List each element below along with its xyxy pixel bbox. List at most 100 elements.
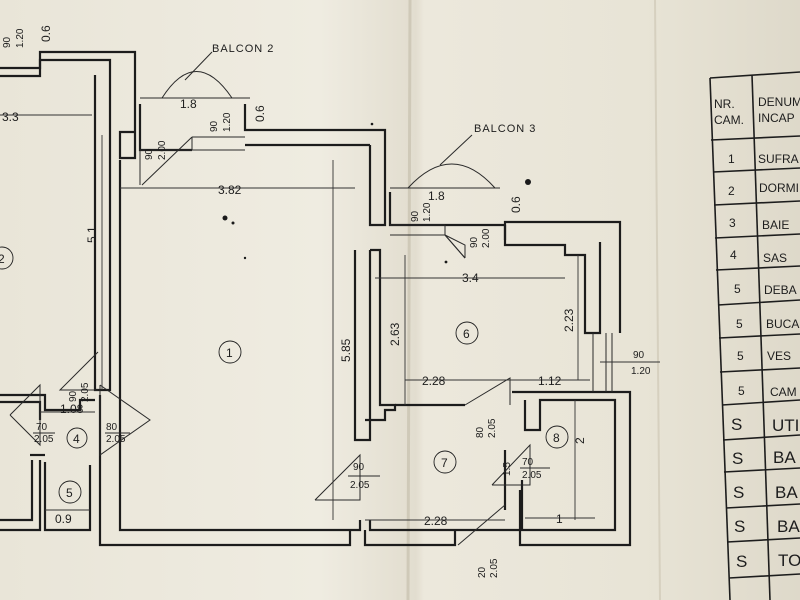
- window-width: 90: [633, 350, 645, 361]
- sas2-door-height: 2.05: [106, 434, 126, 445]
- ink-spots: [222, 122, 531, 264]
- dim-1-08: 1.08: [60, 402, 84, 416]
- room-marker-6: [455, 321, 479, 345]
- dimension-labels: 90 1.20 0.6 3.3 5.1 3.82 5.85 3.4 2.63 2…: [2, 25, 587, 528]
- room-number-1: 1: [226, 346, 233, 360]
- dim-2: 2: [573, 437, 587, 444]
- top-left-door-width: 90: [2, 36, 13, 48]
- balcony-3-side: 0.6: [509, 196, 523, 213]
- bottom-door-height: 2.05: [489, 558, 500, 578]
- dim-1: 1: [556, 512, 563, 526]
- room-marker-4: [66, 427, 88, 449]
- table-header-denum: DENUM: [758, 95, 800, 109]
- bath-door-width: 70: [522, 457, 534, 468]
- room-table: NR. CAM. DENUM INCAP 1 SUFRA 2 DORMI 3 B…: [709, 71, 800, 600]
- dim-5-85: 5.85: [339, 338, 353, 362]
- paper-fold: [654, 0, 661, 600]
- balcony-2-label: BALCON 2: [212, 43, 274, 55]
- balcony-3-door-width: 90: [410, 210, 421, 222]
- dim-2-23: 2.23: [562, 308, 576, 332]
- hall-door-height: 2.05: [80, 382, 91, 402]
- balcony-3-door-height: 1.20: [422, 202, 433, 222]
- table-header-cam: CAM.: [714, 113, 744, 127]
- dim-2-63: 2.63: [388, 322, 402, 346]
- sas-door-width: 70: [36, 422, 48, 433]
- room-number-5: 5: [66, 486, 73, 500]
- balcony-2-labels: BALCON 2 1.8 90 1.20 0.6 90 2.00: [144, 43, 274, 160]
- table-row-name: TO: [778, 551, 800, 570]
- room-markers: 2 1 4 5 6 7 8: [0, 246, 569, 504]
- table-row-nr: S: [732, 449, 743, 468]
- dim-2-28-bottom: 2.28: [424, 514, 448, 528]
- balcony-3-labels: BALCON 3 1.8 90 1.20 0.6 90 2.00: [410, 123, 536, 248]
- table-header-incap: INCAP: [758, 111, 795, 125]
- table-row-name: DORMI: [759, 181, 799, 195]
- balcony-2-door2-height: 2.00: [157, 140, 168, 160]
- room7-door-width: 80: [475, 426, 486, 438]
- table-row-nr: 5: [738, 384, 745, 398]
- dim-2-28-top: 2.28: [422, 374, 446, 388]
- balcony-2-door-width: 90: [209, 120, 220, 132]
- table-row-nr: S: [734, 517, 745, 536]
- dim-top-0-6: 0.6: [39, 25, 53, 42]
- balcony-2-side: 0.6: [253, 105, 267, 122]
- table-row-name: BA: [773, 448, 796, 467]
- interior-lines: [9, 51, 613, 546]
- dimension-lines: [0, 114, 660, 521]
- room-number-7: 7: [441, 456, 448, 470]
- table-row-name: BUCA: [766, 317, 799, 331]
- room7-door-height: 2.05: [487, 418, 498, 438]
- balcony-2-width: 1.8: [180, 97, 197, 111]
- dim-3-4: 3.4: [462, 271, 479, 285]
- room-number-6: 6: [463, 327, 470, 341]
- balcony-2-door2-width: 90: [144, 148, 155, 160]
- table-row-name: UTI: [772, 416, 799, 435]
- bottom-door-width: 20: [477, 566, 488, 578]
- dim-3-3: 3.3: [2, 110, 19, 124]
- dim-1-5: 1.5: [502, 462, 513, 476]
- room-marker-8: [545, 425, 569, 449]
- bath-door-height: 2.05: [522, 470, 542, 481]
- balcony-2-door-height: 1.20: [222, 112, 233, 132]
- kitchen-door-width: 90: [353, 462, 365, 473]
- table-row-nr: S: [736, 552, 747, 571]
- table-row-name: BA: [775, 483, 798, 502]
- sas2-door-width: 80: [106, 422, 118, 433]
- table-row-nr: S: [733, 483, 744, 502]
- table-row-name: BA: [777, 517, 800, 536]
- table-row-name: SAS: [763, 251, 787, 265]
- balcony-3-door2-height: 2.00: [481, 228, 492, 248]
- dim-0-9: 0.9: [55, 512, 72, 526]
- table-row-name: BAIE: [762, 218, 789, 232]
- balcony-3-width: 1.8: [428, 189, 445, 203]
- room-number-8: 8: [553, 431, 560, 445]
- table-row-nr: 5: [737, 349, 744, 363]
- hall-door-width: 90: [68, 390, 79, 402]
- table-row-name: VES: [767, 349, 791, 363]
- table-header-nr: NR.: [714, 97, 735, 111]
- dim-5-1: 5.1: [85, 226, 99, 243]
- table-row-name: CAM: [770, 385, 797, 399]
- table-row-name: DEBA: [764, 283, 797, 297]
- room-marker-5: [58, 480, 82, 504]
- dim-3-82: 3.82: [218, 183, 242, 197]
- sas-door-height: 2.05: [34, 434, 54, 445]
- walls: [0, 50, 632, 547]
- door-labels: 90 2.05 70 2.05 80 2.05 90 2.05 80 2.05 …: [33, 350, 651, 578]
- top-left-door-height: 1.20: [15, 28, 26, 48]
- table-row-nr: 4: [730, 248, 737, 262]
- table-row-nr: S: [731, 415, 742, 434]
- dim-1-12: 1.12: [538, 374, 562, 388]
- kitchen-door-height: 2.05: [350, 480, 370, 491]
- table-row-nr: 1: [728, 152, 735, 166]
- room-marker-1: [218, 340, 242, 364]
- room-number-4: 4: [73, 432, 80, 446]
- table-row-nr: 2: [728, 184, 735, 198]
- room-marker-2: [0, 246, 14, 270]
- balcony-3-door2-width: 90: [469, 236, 480, 248]
- balcony-3-label: BALCON 3: [474, 123, 536, 135]
- table-row-nr: 5: [736, 317, 743, 331]
- window-height: 1.20: [631, 366, 651, 377]
